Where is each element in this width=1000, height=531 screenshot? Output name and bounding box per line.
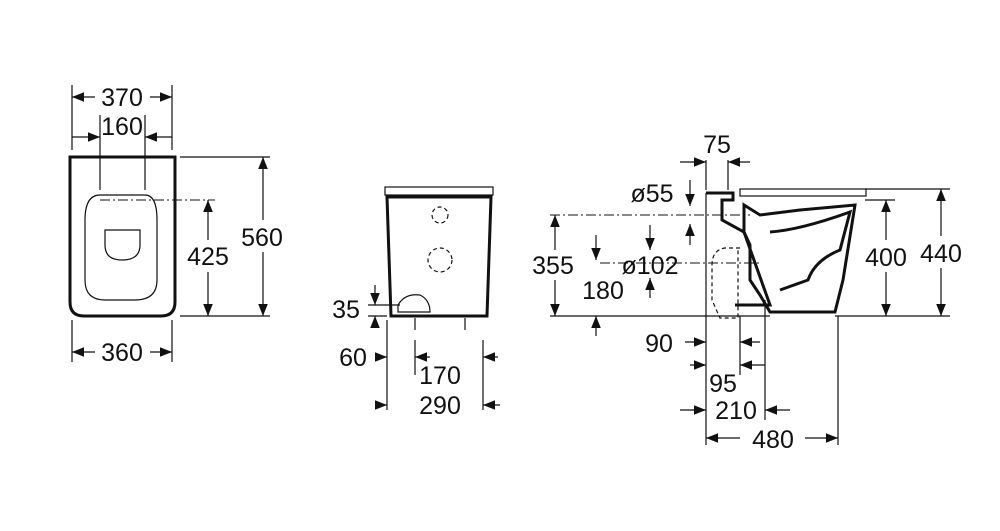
dim-95: 95 [709,370,737,398]
dim-440: 440 [920,240,962,268]
dim-210: 210 [715,397,757,425]
dim-60: 60 [339,344,367,372]
dim-outlet-102: ø102 [622,252,679,280]
dim-425: 425 [187,243,229,271]
dim-inlet-55: ø55 [630,180,673,208]
dim-160: 160 [101,113,143,141]
dim-370: 370 [101,84,143,112]
dim-360: 360 [101,339,143,367]
dim-170: 170 [419,362,461,390]
dim-355: 355 [532,252,574,280]
dim-400: 400 [865,244,907,272]
top-view: 370 160 560 425 360 [68,84,283,367]
front-view: 35 60 170 290 [332,186,500,420]
dim-180: 180 [582,277,624,305]
dim-290: 290 [419,392,461,420]
side-view: 75 ø55 355 ø102 180 400 440 90 95 210 48… [532,131,962,454]
dim-480: 480 [752,426,794,454]
dim-35: 35 [332,296,360,324]
dim-560: 560 [241,224,283,252]
dim-90: 90 [645,330,673,358]
dim-75: 75 [703,131,731,159]
